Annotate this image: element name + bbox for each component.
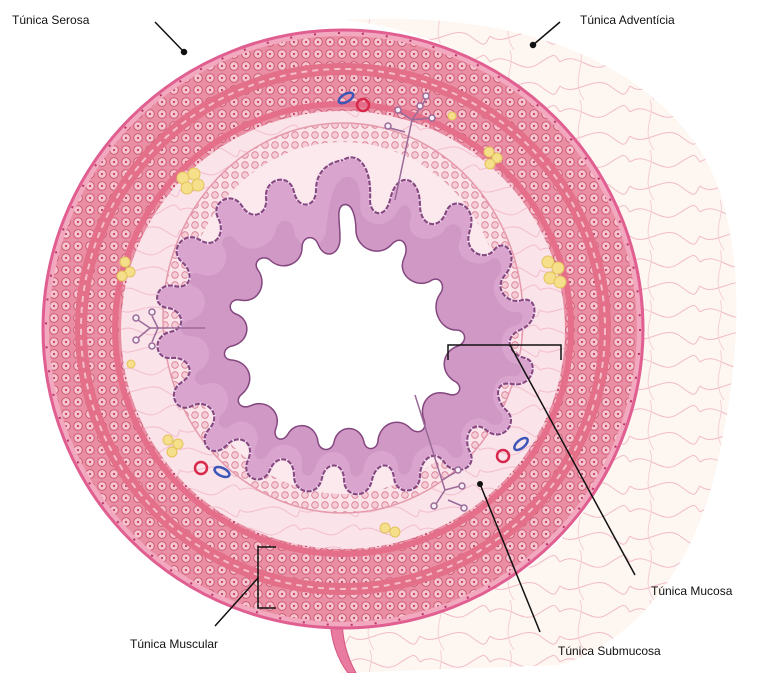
label-tunica-submucosa: Túnica Submucosa (558, 644, 661, 658)
label-tunica-mucosa: Túnica Mucosa (651, 584, 733, 598)
label-tunica-serosa: Túnica Serosa (12, 13, 90, 27)
label-tunica-muscular: Túnica Muscular (130, 637, 218, 651)
label-tunica-adventicia: Túnica Adventícia (580, 13, 675, 27)
